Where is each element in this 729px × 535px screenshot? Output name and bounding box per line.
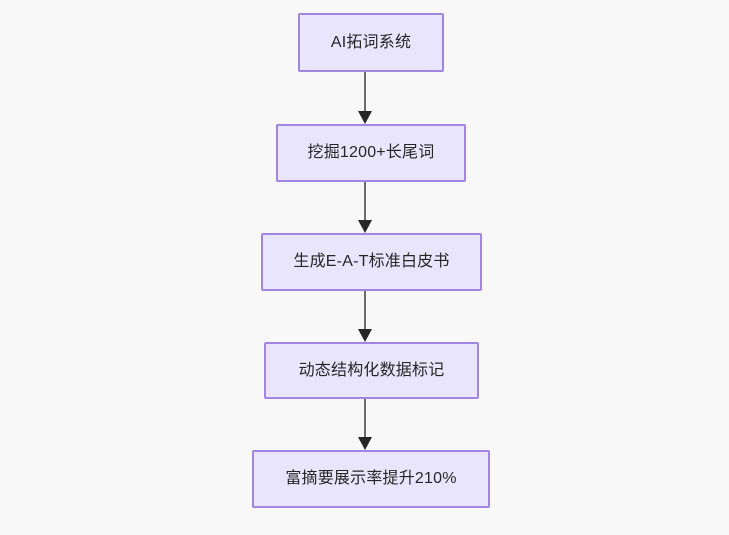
flow-node-label: 生成E-A-T标准白皮书 xyxy=(293,253,450,271)
flow-node-label: AI拓词系统 xyxy=(330,33,412,51)
edge-n1-n2 xyxy=(358,72,372,124)
flow-node-label: 动态结构化数据标记 xyxy=(298,361,445,379)
arrowhead-icon xyxy=(358,437,372,450)
edge-n3-n4 xyxy=(358,291,372,342)
flow-node-dynamic-structured-data[interactable]: 动态结构化数据标记 xyxy=(264,342,479,399)
arrowhead-icon xyxy=(358,329,372,342)
flow-node-generate-eat-whitepaper[interactable]: 生成E-A-T标准白皮书 xyxy=(261,233,482,291)
edge-n2-n3 xyxy=(358,182,372,233)
arrowhead-icon xyxy=(358,111,372,124)
edge-n4-n5 xyxy=(358,399,372,450)
flow-node-label: 挖掘1200+长尾词 xyxy=(307,144,435,162)
flow-node-rich-snippet-uplift[interactable]: 富摘要展示率提升210% xyxy=(252,450,490,508)
flow-node-ai-keyword-system[interactable]: AI拓词系统 xyxy=(298,13,444,72)
flow-node-mine-longtail-keywords[interactable]: 挖掘1200+长尾词 xyxy=(276,124,466,182)
flow-node-label: 富摘要展示率提升210% xyxy=(285,470,457,488)
arrowhead-icon xyxy=(358,220,372,233)
